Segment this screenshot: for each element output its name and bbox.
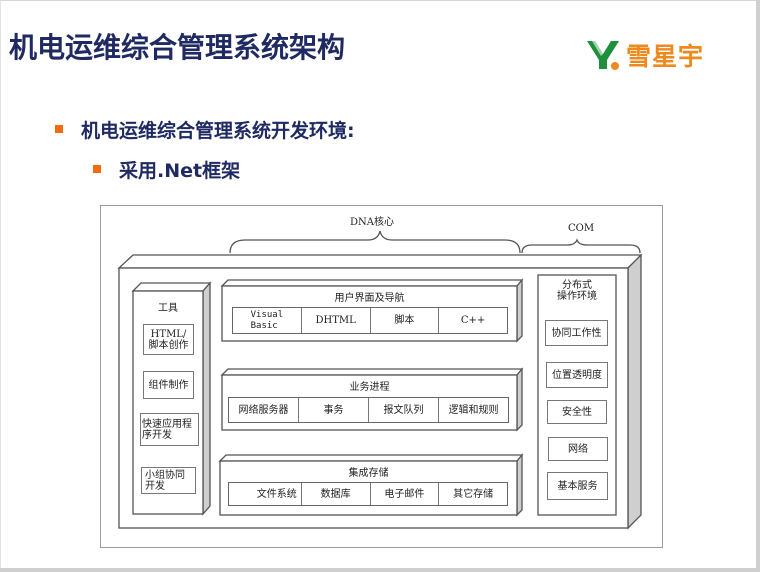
tool-item-html: HTML/ 脚本创作 [143,324,194,355]
layer-row-business: 网络服务器 事务 报文队列 逻辑和规则 [228,397,509,423]
distributed-item: 安全性 [547,400,607,424]
company-logo: 雪星宇 [586,37,731,73]
slide-title: 机电运维综合管理系统架构 [9,31,346,64]
layer-cell: Visual Basic [233,308,302,333]
layer-cell: 文件系统 [229,483,302,505]
distributed-item: 基本服务 [547,472,608,500]
tool-item-label: HTML/ 脚本创作 [148,328,189,351]
tools-title: 工具 [158,303,178,314]
distributed-item: 位置透明度 [546,362,608,388]
tool-item-component: 组件制作 [143,371,194,399]
layer-cell: 逻辑和规则 [448,404,499,416]
tool-item-team: 小组协同 开发 [141,467,196,494]
layer-row-ui: Visual Basic DHTML 脚本 C++ [232,307,508,334]
logo-text: 雪星宇 [626,42,705,71]
bullet-item-1: 机电运维综合管理系统开发环境: [55,116,355,143]
layer-cell: 网络服务器 [229,398,299,422]
layer-cell: 报文队列 [369,398,439,422]
layer-cell: 电子邮件 [371,483,440,505]
tool-item-rad: 快速应用程 序开发 [140,413,199,446]
layer-cell: DHTML [302,308,371,333]
com-label: COM [568,223,595,234]
layer-cell: 脚本 [371,308,440,333]
bullet-text: 采用.Net框架 [119,160,241,182]
layer-title-ui: 用户界面及导航 [334,293,405,304]
bullet-item-2: 采用.Net框架 [93,156,241,183]
layer-row-storage: 文件系统 数据库 电子邮件 其它存储 [228,482,508,506]
tool-item-label: 小组协同 开发 [145,469,185,492]
layer-cell: 其它存储 [453,488,494,500]
tool-item-label: 组件制作 [148,379,189,391]
bullet-square-icon [93,165,101,173]
distributed-title: 分布式 操作环境 [557,280,597,302]
layer-cell: 数据库 [302,483,371,505]
layer-cell: C++ [460,315,486,326]
layer-title-business: 业务进程 [349,382,390,393]
logo-y-mark-icon [587,41,619,70]
tool-item-label: 快速应用程 序开发 [142,418,192,441]
distributed-item: 网络 [548,437,608,461]
bullet-text: 机电运维综合管理系统开发环境: [81,120,355,142]
distributed-item: 协同工作性 [545,320,608,346]
layer-title-storage: 集成存储 [348,468,389,479]
bullet-square-icon [55,125,63,133]
dna-core-label: DNA核心 [350,217,394,228]
layer-cell: 事务 [299,398,369,422]
